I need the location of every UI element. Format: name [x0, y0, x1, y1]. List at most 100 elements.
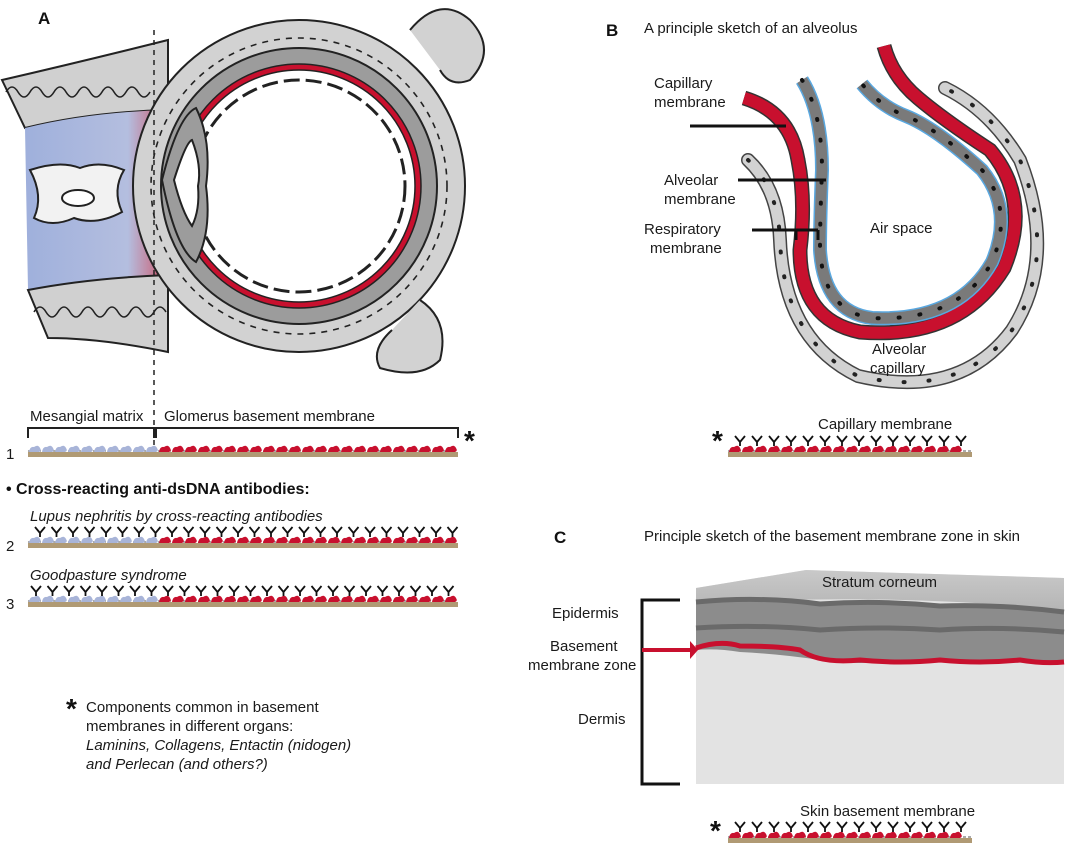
membrane-component: [302, 536, 314, 543]
membrane-component: [224, 445, 236, 452]
antibody-y-icon: [921, 821, 933, 832]
panel-b-label: B: [606, 21, 618, 40]
panel-a: A: [0, 8, 485, 773]
membrane-component: [289, 536, 301, 543]
antibody-y-icon: [397, 526, 409, 537]
mesangial-cell-icon: [28, 163, 126, 224]
membrane-component: [263, 445, 275, 452]
membrane-component: [354, 595, 366, 602]
membrane-component: [29, 536, 41, 543]
alveolar-capillary-label-l2: capillary: [870, 360, 926, 377]
alveolar-membrane-wall: [797, 77, 1007, 324]
antibody-y-icon: [360, 585, 372, 596]
antibody-y-icon: [955, 821, 967, 832]
capillary-membrane-strip-label: Capillary membrane: [818, 416, 952, 433]
antibody-y-icon: [67, 526, 79, 537]
membrane-component: [211, 536, 223, 543]
membrane-component: [820, 831, 832, 838]
antibody-y-icon: [178, 585, 191, 596]
membrane-component: [872, 445, 884, 452]
membrane-component: [120, 445, 132, 452]
membrane-component: [872, 831, 884, 838]
panel-b-asterisk: *: [712, 425, 723, 456]
membrane-component: [833, 445, 845, 452]
antibody-y-icon: [785, 821, 797, 832]
antibody-y-icon: [112, 585, 125, 596]
membrane-component: [94, 595, 106, 602]
antibody-y-icon: [442, 585, 455, 596]
membrane-component: [302, 445, 314, 452]
membrane-component: [859, 831, 871, 838]
antibody-y-icon: [211, 585, 224, 596]
membrane-component: [159, 595, 171, 602]
membrane-component: [445, 445, 457, 452]
membrane-component: [133, 445, 145, 452]
membrane-component: [276, 445, 288, 452]
antibody-y-icon: [46, 585, 59, 596]
membrane-component: [81, 536, 93, 543]
respiratory-membrane-label-l1: Respiratory: [644, 221, 721, 238]
membrane-component: [172, 445, 184, 452]
alveolar-membrane-label-l1: Alveolar: [664, 172, 718, 189]
capillary-membrane-wall: [742, 44, 1022, 339]
antibody-y-icon: [182, 526, 195, 537]
membrane-strip-row1: [28, 445, 458, 457]
panel-b: B A principle sketch of an alveolus Capi…: [606, 20, 1045, 456]
membrane-component: [107, 536, 119, 543]
antibody-y-icon: [802, 435, 814, 446]
membrane-component: [68, 445, 80, 452]
antibody-y-icon: [380, 526, 393, 537]
membrane-component: [237, 445, 249, 452]
mesangial-matrix-label: Mesangial matrix: [30, 408, 144, 425]
membrane-component: [120, 595, 132, 602]
capillary-membrane-label-l2: membrane: [654, 94, 726, 111]
antibody-y-icon: [277, 585, 290, 596]
membrane-component: [768, 831, 780, 838]
gbm-bracket: [155, 427, 459, 438]
footnote-line-1: Components common in basement: [86, 699, 319, 716]
glomerulus: [132, 8, 485, 374]
membrane-component: [328, 445, 340, 452]
antibody-y-icon: [938, 821, 950, 832]
membrane-component: [185, 445, 197, 452]
antibody-y-icon: [248, 526, 261, 537]
air-space-label: Air space: [870, 220, 933, 237]
membrane-component: [859, 445, 871, 452]
membrane-component: [742, 831, 754, 838]
membrane-component: [898, 831, 910, 838]
row1-asterisk: *: [464, 425, 475, 456]
antibody-y-icon: [34, 526, 46, 537]
panel-c: C Principle sketch of the basement membr…: [528, 528, 1065, 846]
membrane-component: [185, 595, 197, 602]
membrane-component: [211, 445, 223, 452]
antibody-heading: • Cross-reacting anti-dsDNA antibodies:: [6, 481, 310, 498]
antibody-y-icon: [215, 526, 228, 537]
antibody-y-icon: [819, 435, 831, 446]
membrane-component: [354, 536, 366, 543]
membrane-component: [289, 445, 301, 452]
membrane-component: [237, 595, 249, 602]
antibody-y-icon: [734, 821, 746, 832]
basement-membrane-zone-line: [695, 640, 1065, 666]
bmz-label-l2: membrane zone: [528, 657, 636, 674]
membrane-component: [846, 831, 858, 838]
membrane-component: [224, 595, 236, 602]
membrane-component: [924, 831, 936, 838]
membrane-component: [380, 536, 392, 543]
membrane-component: [263, 595, 275, 602]
antibody-y-icon: [364, 526, 376, 537]
epidermis-label: Epidermis: [552, 605, 619, 622]
dermis-label: Dermis: [578, 711, 626, 728]
membrane-component: [328, 536, 340, 543]
antibody-y-icon: [79, 585, 92, 596]
antibody-y-icon: [785, 435, 797, 446]
membrane-component: [911, 831, 923, 838]
antibody-y-icon: [294, 585, 306, 596]
membrane-component: [94, 445, 106, 452]
antibody-y-icon: [261, 585, 273, 596]
membrane-component: [146, 445, 158, 452]
membrane-component: [315, 536, 327, 543]
panel-c-asterisk: *: [710, 815, 721, 846]
antibody-y-icon: [870, 435, 882, 446]
